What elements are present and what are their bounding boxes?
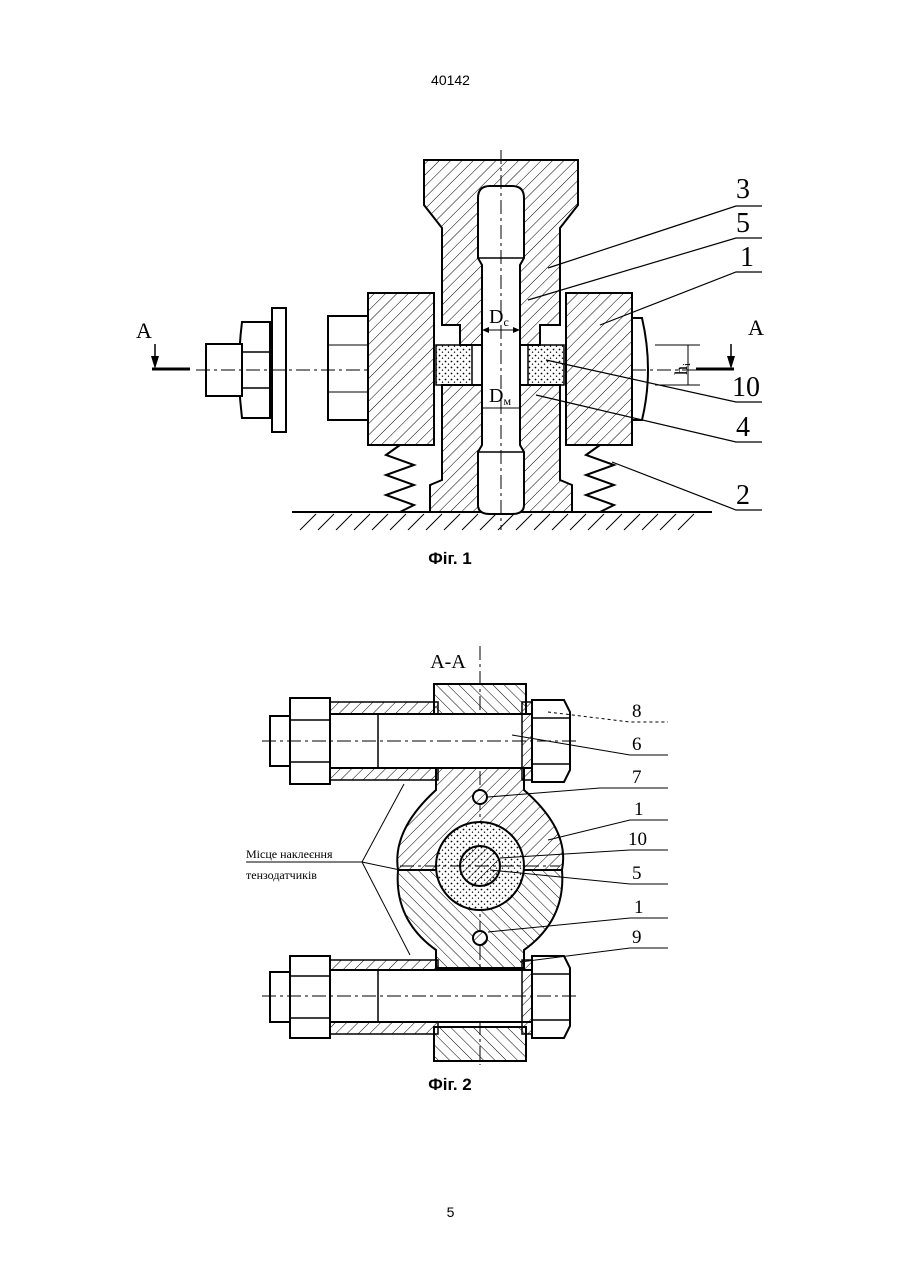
figure-1: A A Dc Dм hi 3 5 1 10 4 2 Фіг. 1 <box>136 150 764 568</box>
callout-1-lower: 1 <box>634 897 644 918</box>
callout-6: 6 <box>632 734 642 755</box>
callout-9: 9 <box>632 927 642 948</box>
callout-10: 10 <box>628 829 647 850</box>
callout-7: 7 <box>632 767 642 788</box>
callout-2: 2 <box>736 480 750 511</box>
page-number: 5 <box>0 1204 901 1220</box>
figure-2: A-A <box>246 646 668 1094</box>
figure-1-caption: Фіг. 1 <box>428 549 472 568</box>
callout-1: 1 <box>740 242 754 273</box>
gauge-note-line-1: Місце наклеєння <box>246 847 333 861</box>
callout-5: 5 <box>632 863 642 884</box>
section-title: A-A <box>430 651 466 673</box>
callout-10: 10 <box>732 372 760 403</box>
figure-2-caption: Фіг. 2 <box>428 1075 472 1094</box>
section-mark-left: A <box>136 318 152 343</box>
callout-3: 3 <box>736 174 750 205</box>
dim-height: hi <box>671 363 693 375</box>
callout-1-upper: 1 <box>634 799 644 820</box>
callout-4: 4 <box>736 412 750 443</box>
callout-8: 8 <box>632 701 642 722</box>
section-mark-right: A <box>748 315 764 340</box>
callout-5: 5 <box>736 208 750 239</box>
gauge-note-line-2: тензодатчиків <box>246 868 317 882</box>
